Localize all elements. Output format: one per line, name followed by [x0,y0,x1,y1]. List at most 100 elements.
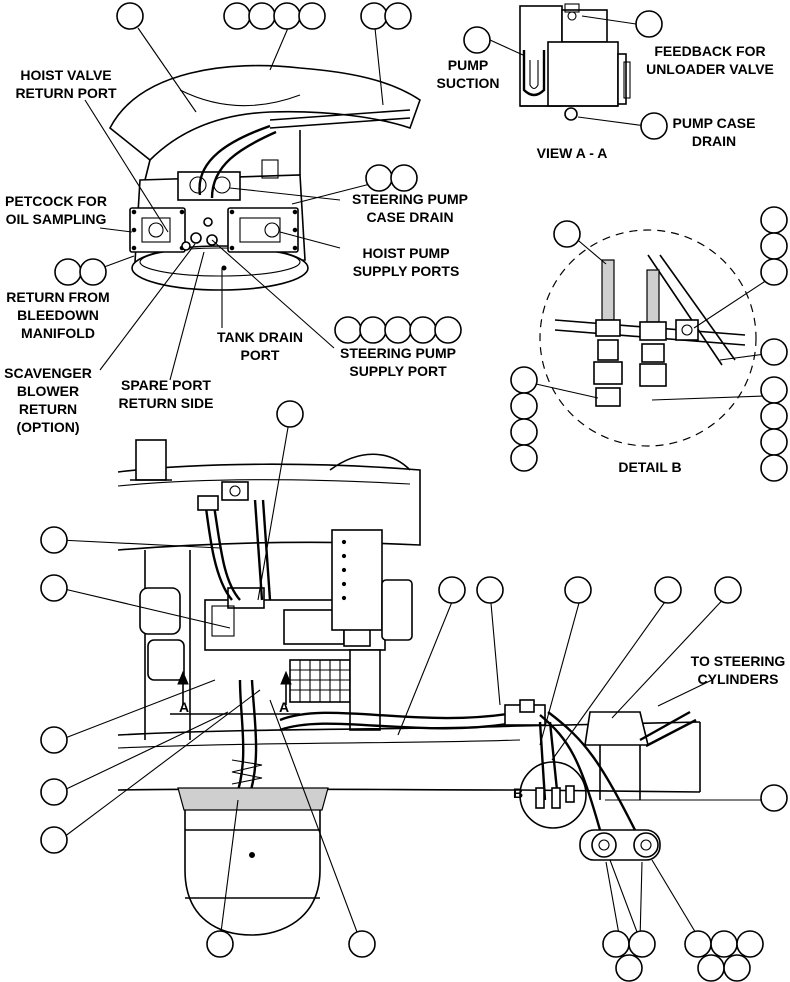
label-return-bleedown-2: BLEEDOWN [17,307,99,323]
svg-text:BLEEDOWN: BLEEDOWN [17,307,99,323]
callout-balloon [723,954,751,982]
label-hoist-valve-return-port-1: HOIST VALVE [20,67,111,83]
svg-text:SPARE PORT: SPARE PORT [121,377,211,393]
label-hoist-pump-2: SUPPLY PORTS [353,263,460,279]
svg-text:RETURN FROM: RETURN FROM [6,289,109,305]
svg-text:TANK DRAIN: TANK DRAIN [217,329,303,345]
label-scavenger-4: (OPTION) [17,419,80,435]
callout-balloon [760,338,788,366]
label-to-steering-2: CYLINDERS [698,671,779,687]
label-hoist-valve-return-port-2: RETURN PORT [15,85,117,101]
label-tank-drain-2: PORT [241,347,280,363]
callout-balloon [54,258,82,286]
label-steering-supply-1: STEERING PUMP [340,345,456,361]
callout-balloon [79,258,107,286]
svg-text:STEERING PUMP: STEERING PUMP [352,191,468,207]
svg-text:SCAVENGER: SCAVENGER [4,365,92,381]
label-to-steering-1: TO STEERING [691,653,786,669]
svg-text:RETURN SIDE: RETURN SIDE [119,395,214,411]
callout-balloon [365,164,393,192]
label-scavenger-3: RETURN [19,401,77,417]
callout-balloon [760,428,788,456]
callout-balloon [760,258,788,286]
label-view-a-a: VIEW A - A [537,145,608,161]
callout-balloons [40,2,788,982]
label-scavenger-1: SCAVENGER [4,365,92,381]
callout-balloon [360,2,388,30]
callout-balloon [276,400,304,428]
callout-balloon [760,454,788,482]
callout-balloon [760,402,788,430]
callout-balloon [564,576,592,604]
svg-text:SUPPLY PORT: SUPPLY PORT [349,363,447,379]
detail-b-drawing [539,229,757,447]
callout-balloon [760,206,788,234]
callout-balloon [40,778,68,806]
callout-balloon [438,576,466,604]
svg-text:PETCOCK FOR: PETCOCK FOR [5,193,107,209]
svg-text:MANIFOLD: MANIFOLD [21,325,95,341]
callout-balloon [510,418,538,446]
label-petcock-1: PETCOCK FOR [5,193,107,209]
svg-text:PUMP CASE: PUMP CASE [673,115,756,131]
label-steering-supply-2: SUPPLY PORT [349,363,447,379]
svg-text:CYLINDERS: CYLINDERS [698,671,779,687]
callout-balloon [463,26,491,54]
callout-balloon [510,366,538,394]
main-assembly-drawing [117,439,701,936]
callout-balloon [434,316,462,344]
text-labels: HOIST VALVE RETURN PORT PETCOCK FOR OIL … [4,43,785,801]
label-tank-drain-1: TANK DRAIN [217,329,303,345]
callout-balloon [760,376,788,404]
callout-balloon [760,784,788,812]
svg-text:PUMP: PUMP [448,57,488,73]
callout-balloon [684,930,712,958]
callout-balloon [384,2,412,30]
label-pump-case-2: DRAIN [692,133,736,149]
callout-balloon [348,930,376,958]
svg-text:PORT: PORT [241,347,280,363]
label-return-bleedown-3: MANIFOLD [21,325,95,341]
label-steering-case-1: STEERING PUMP [352,191,468,207]
svg-text:SUPPLY PORTS: SUPPLY PORTS [353,263,460,279]
svg-text:HOIST PUMP: HOIST PUMP [362,245,449,261]
callout-balloon [248,2,276,30]
label-feedback-1: FEEDBACK FOR [654,43,765,59]
callout-balloon [736,930,764,958]
callout-balloon [476,576,504,604]
callout-balloon [602,930,630,958]
svg-text:HOIST VALVE: HOIST VALVE [20,67,111,83]
callout-balloon [635,10,663,38]
svg-text:OIL SAMPLING: OIL SAMPLING [6,211,107,227]
callout-balloon [116,2,144,30]
svg-text:DRAIN: DRAIN [692,133,736,149]
svg-text:(OPTION): (OPTION) [17,419,80,435]
label-pump-suction-2: SUCTION [437,75,500,91]
callout-balloon [298,2,326,30]
callout-balloon [615,954,643,982]
callout-balloon [714,576,742,604]
callout-balloon [390,164,418,192]
view-a-a-drawing [519,3,631,121]
callout-balloon [760,232,788,260]
callout-balloon [553,220,581,248]
svg-text:STEERING PUMP: STEERING PUMP [340,345,456,361]
section-marker-a-left: A [179,699,189,715]
callout-balloon [409,316,437,344]
svg-text:BLOWER: BLOWER [17,383,79,399]
label-hoist-pump-1: HOIST PUMP [362,245,449,261]
callout-balloon [628,930,656,958]
svg-text:CASE DRAIN: CASE DRAIN [366,209,453,225]
callout-balloon [510,444,538,472]
section-marker-a-right: A [279,699,289,715]
label-spare-port-2: RETURN SIDE [119,395,214,411]
callout-balloon [273,2,301,30]
callout-balloon [640,112,668,140]
label-pump-case-1: PUMP CASE [673,115,756,131]
callout-balloon [384,316,412,344]
label-pump-suction-1: PUMP [448,57,488,73]
label-scavenger-2: BLOWER [17,383,79,399]
callout-balloon [654,576,682,604]
svg-text:UNLOADER VALVE: UNLOADER VALVE [646,61,774,77]
